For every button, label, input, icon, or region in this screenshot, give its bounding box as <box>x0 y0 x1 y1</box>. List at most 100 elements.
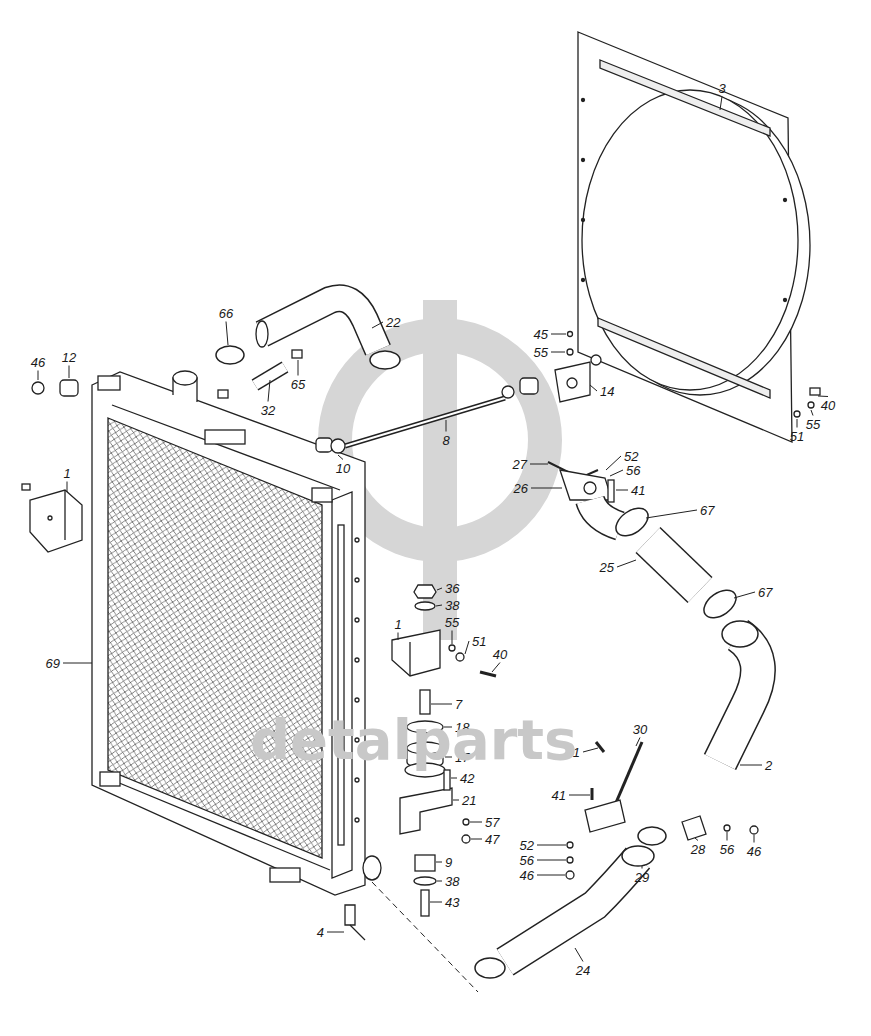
callout-number: 56 <box>626 464 640 477</box>
leader-line <box>492 663 500 673</box>
callout-number: 67 <box>758 586 772 599</box>
callout-number: 46 <box>31 356 45 369</box>
leader-line <box>636 738 640 747</box>
leader-line <box>537 860 566 861</box>
leader-line <box>610 470 623 476</box>
radiator-core <box>92 371 381 940</box>
callout-number: 45 <box>534 328 548 341</box>
callout-number: 8 <box>442 434 449 447</box>
leader-line <box>754 835 755 843</box>
leader-line <box>338 455 343 460</box>
leader-line <box>720 97 722 111</box>
callout-number: 40 <box>821 399 835 412</box>
leader-line <box>617 560 636 567</box>
leader-line <box>67 482 68 493</box>
leader-line <box>531 488 562 489</box>
leader-line <box>569 795 590 796</box>
callout-number: 24 <box>576 964 590 977</box>
leader-line <box>465 641 469 654</box>
callout-number: 65 <box>291 378 305 391</box>
callout-number: 27 <box>513 458 527 471</box>
leader-line <box>642 866 643 869</box>
callout-number: 38 <box>445 599 459 612</box>
callout-number: 26 <box>514 482 528 495</box>
leader-line <box>453 800 459 801</box>
leader-line <box>471 839 482 840</box>
callout-number: 30 <box>633 723 647 736</box>
callout-number: 40 <box>493 648 507 661</box>
callout-number: 14 <box>600 385 614 398</box>
callout-number: 55 <box>534 346 548 359</box>
leader-line <box>298 360 299 376</box>
leader-line <box>372 322 383 328</box>
leader-line <box>437 881 442 882</box>
callout-number: 9 <box>445 856 452 869</box>
leader-line <box>811 410 813 416</box>
callout-number: 41 <box>552 789 566 802</box>
leader-line <box>695 838 698 841</box>
callout-number: 56 <box>720 843 734 856</box>
leader-line <box>38 371 39 381</box>
watermark: detalparts <box>250 712 577 768</box>
leader-line <box>740 765 762 766</box>
callout-number: 3 <box>718 82 725 95</box>
callout-number: 38 <box>445 875 459 888</box>
hose <box>372 742 758 992</box>
leader-line <box>437 588 442 590</box>
leader-line <box>430 902 442 903</box>
leader-line <box>446 420 447 432</box>
callout-number: 42 <box>460 772 474 785</box>
leader-line <box>797 419 798 428</box>
leader-line <box>734 592 755 598</box>
leader-line <box>646 510 697 518</box>
callout-number: 1 <box>394 618 401 631</box>
callout-number: 10 <box>336 462 350 475</box>
tie-rod <box>32 332 820 454</box>
leader-line <box>436 862 442 863</box>
leader-line <box>616 490 628 491</box>
callout-number: 51 <box>790 430 804 443</box>
leader-line <box>551 352 565 353</box>
callout-number: 47 <box>485 833 499 846</box>
callout-number: 1 <box>63 467 70 480</box>
callout-number: 41 <box>631 484 645 497</box>
callout-number: 32 <box>261 404 275 417</box>
leader-line <box>63 663 92 664</box>
leader-line <box>530 464 548 465</box>
leader-line <box>470 822 482 823</box>
callout-number: 55 <box>445 616 459 629</box>
hose <box>216 298 400 398</box>
leader-line <box>590 385 597 391</box>
leader-line <box>818 396 828 398</box>
leader-line <box>327 932 344 933</box>
callout-number: 67 <box>700 504 714 517</box>
callout-number: 52 <box>520 839 534 852</box>
leader-line <box>268 380 270 402</box>
leader-line <box>431 704 452 705</box>
leader-line <box>451 778 457 779</box>
leader-line <box>575 948 583 962</box>
callout-number: 52 <box>624 450 638 463</box>
leader-line <box>537 845 566 846</box>
callout-number: 29 <box>635 871 649 884</box>
callout-number: 25 <box>600 561 614 574</box>
callout-number: 28 <box>691 843 705 856</box>
bracket <box>22 484 82 552</box>
leader-line <box>436 605 442 606</box>
callout-number: 36 <box>445 582 459 595</box>
leader-line <box>606 456 621 470</box>
leader-line <box>537 875 565 876</box>
callout-number: 69 <box>46 657 60 670</box>
leader-line <box>226 322 228 346</box>
callout-number: 57 <box>485 816 499 829</box>
callout-number: 46 <box>747 845 761 858</box>
callout-number: 66 <box>219 307 233 320</box>
callout-number: 22 <box>386 316 400 329</box>
callout-number: 55 <box>806 418 820 431</box>
fan-shroud <box>578 32 810 442</box>
callout-number: 4 <box>317 926 324 939</box>
callout-number: 51 <box>472 635 486 648</box>
leader-line <box>398 633 399 641</box>
